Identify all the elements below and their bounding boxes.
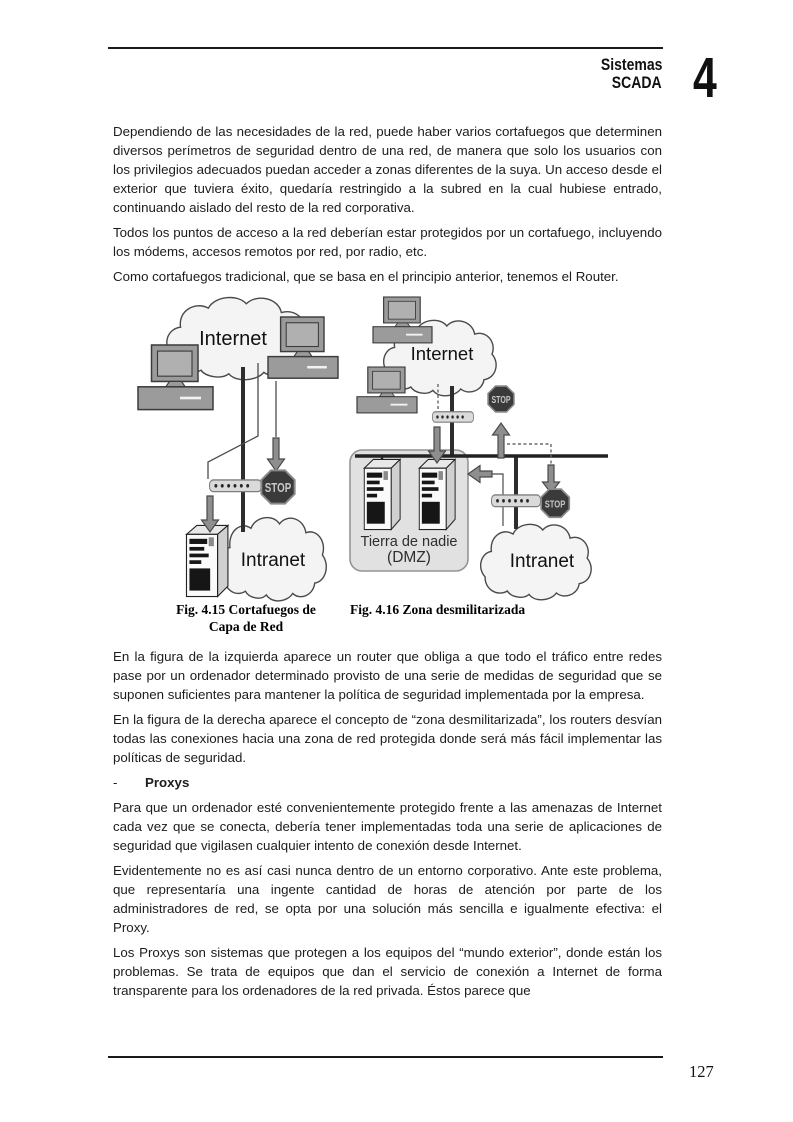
firewall-server-icon [185,524,229,598]
connection-line [207,363,259,479]
left-arrow-icon [466,464,493,484]
figure-caption: Fig. 4.15 Cortafuegos de [176,602,316,617]
paragraph: Como cortafuegos tradicional, que se bas… [113,269,619,284]
dmz-server-icon [363,458,401,531]
paragraph: En la figura de la derecha aparece el co… [113,712,662,765]
paragraph: Evidentemente no es así casi nunca dentr… [113,863,662,935]
paragraph: Para que un ordenador esté convenienteme… [113,800,662,853]
figure-area: STOP Internet Intranet Fig. 4.15 Cortafu… [113,292,662,647]
down-arrow-icon [200,495,220,534]
chapter-number: 4 [693,46,717,110]
list-item-proxys: - Proxys [113,773,662,792]
internet-cloud-label: Internet [199,328,267,350]
list-bullet: - [113,775,118,790]
up-arrow-icon [491,421,511,459]
list-item-label: Proxys [145,775,190,790]
router-icon [431,411,475,423]
dmz-zone-label: Tierra de nadie [361,534,458,550]
stop-sign-label: STOP [265,482,292,495]
dmz-zone-label: (DMZ) [387,549,431,566]
figure-4-15: STOP Internet Intranet Fig. 4.15 Cortafu… [137,297,339,634]
paragraph: En la figura de la izquierda aparece un … [113,649,662,702]
router-icon [490,494,542,508]
footer-rule [108,1056,663,1058]
stop-sign-label: STOP [491,394,510,405]
dmz-server-icon [418,458,456,531]
intranet-cloud-label: Intranet [241,550,306,571]
connection-line [492,473,504,526]
intranet-cloud-label: Intranet [510,551,575,572]
down-arrow-icon [266,437,286,473]
page-number: 127 [689,1062,714,1081]
router-icon [208,479,263,493]
figure-4-16: STOP STOP Internet Intranet Tierra de na… [349,296,608,617]
paragraph: Dependiendo de las necesidades de la red… [113,124,662,215]
desktop-computer-icon [372,296,433,344]
dashed-connection-line [500,439,552,464]
paragraph: Los Proxys son sistemas que protegen a l… [113,945,662,998]
header-title-line2: SCADA [612,73,662,92]
figure-caption: Capa de Red [209,619,284,634]
figure-caption: Fig. 4.16 Zona desmilitarizada [350,602,525,617]
down-arrow-icon [541,464,561,494]
body-text: Dependiendo de las necesidades de la red… [113,122,662,1006]
stop-sign-label: STOP [545,498,566,509]
header-rule [108,47,663,49]
internet-cloud-label: Internet [411,343,474,364]
paragraph: Todos los puntos de acceso a la red debe… [113,225,662,259]
header-title-line1: Sistemas [600,56,662,74]
header-title: Sistemas SCADA [590,56,662,92]
network-diagrams: STOP Internet Intranet Fig. 4.15 Cortafu… [137,296,608,634]
down-arrow-icon [427,426,447,465]
